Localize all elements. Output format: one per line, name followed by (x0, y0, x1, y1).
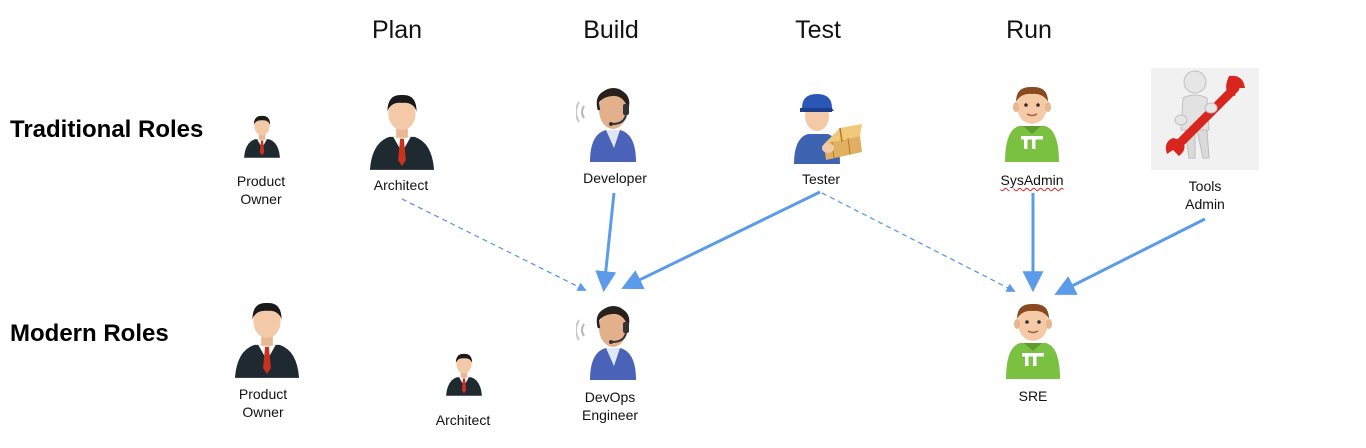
devops-engineer-headset-icon (576, 300, 638, 380)
arrow-tester-to-sre (821, 192, 1016, 292)
product-owner-label-line1: Product (236, 173, 286, 189)
product-owner-label-line2: Owner (240, 191, 282, 207)
modern-product-owner-icon (233, 300, 301, 378)
modern-architect-label: Architect (435, 412, 491, 428)
phase-test: Test (795, 16, 841, 44)
product-owner-label: Product Owner (237, 172, 285, 208)
modern-product-owner-label-line2: Owner (242, 404, 284, 420)
developer-label: Developer (583, 170, 647, 186)
tester-label: Tester (801, 171, 841, 187)
sre-label: SRE (1018, 388, 1048, 404)
modern-product-owner-label-line1: Product (238, 386, 288, 402)
modern-roles-title: Modern Roles (10, 320, 169, 347)
devops-engineer-label: DevOps Engineer (582, 388, 638, 424)
tester-icon (790, 88, 866, 168)
traditional-roles-title: Traditional Roles (10, 116, 204, 143)
tools-admin-wrench-icon (1151, 68, 1259, 170)
tools-admin-label-line1: Tools (1188, 178, 1222, 194)
architect-label: Architect (373, 177, 429, 193)
developer-headset-icon (576, 82, 638, 162)
sysadmin-label: SysAdmin (1000, 171, 1063, 189)
modern-product-owner-label: Product Owner (239, 385, 287, 421)
devops-engineer-label-line2: Engineer (581, 407, 639, 423)
arrow-architect-to-devops (401, 198, 587, 291)
sre-it-icon (1004, 301, 1062, 379)
arrow-toolsadmin-to-sre (1054, 217, 1206, 295)
arrow-tester-to-devops (621, 190, 821, 290)
phase-build: Build (583, 16, 639, 44)
phase-plan: Plan (371, 16, 423, 44)
product-owner-icon (243, 112, 281, 160)
sysadmin-it-icon (1003, 84, 1061, 162)
architect-icon (368, 92, 436, 170)
sysadmin-label-text: SysAdmin (1000, 172, 1064, 188)
tools-admin-label-line2: Admin (1185, 196, 1225, 212)
arrow-developer-to-devops (595, 192, 617, 293)
phase-run: Run (1006, 16, 1052, 44)
modern-architect-icon (445, 351, 483, 397)
tools-admin-label: Tools Admin (1185, 177, 1225, 213)
devops-engineer-label-line1: DevOps (584, 389, 636, 405)
